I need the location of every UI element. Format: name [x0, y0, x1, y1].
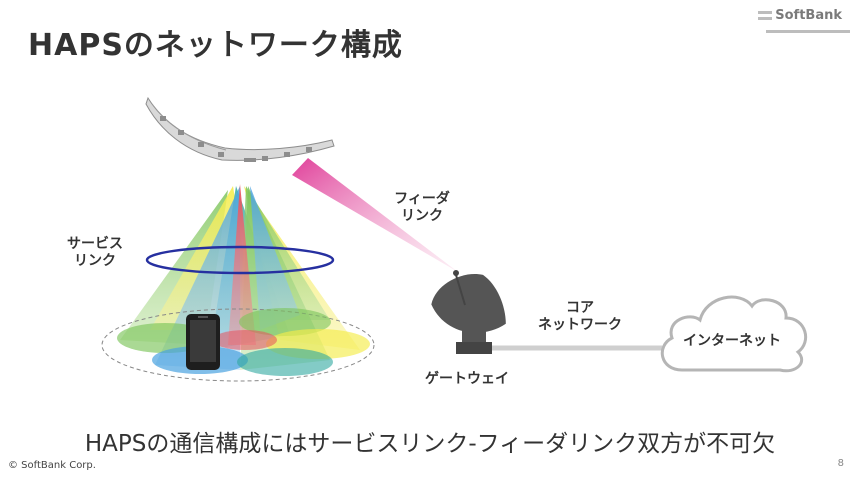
- service-label-line1: サービス: [67, 236, 123, 252]
- satellite-dish-icon: [431, 270, 506, 354]
- softbank-logo: SoftBank: [758, 8, 842, 23]
- copyright-footer: © SoftBank Corp.: [8, 460, 96, 471]
- haps-aircraft-icon: [145, 96, 335, 162]
- softbank-bars-icon: [758, 10, 773, 20]
- feeder-label-line2: リンク: [401, 208, 443, 224]
- service-link-label: サービス リンク: [55, 236, 135, 270]
- page-number: 8: [837, 458, 844, 469]
- smartphone-icon: [186, 314, 220, 370]
- logo-text: SoftBank: [775, 8, 842, 23]
- service-link-ring: [145, 245, 335, 275]
- internet-cloud-icon: [660, 295, 808, 373]
- service-label-line2: リンク: [74, 253, 116, 269]
- page-title: HAPSのネットワーク構成: [28, 28, 403, 63]
- core-label-line2: ネットワーク: [538, 317, 622, 333]
- core-label-line1: コア: [566, 300, 594, 316]
- slide-subtitle: HAPSの通信構成にはサービスリンク-フィーダリンク双方が不可欠: [84, 431, 776, 457]
- header-divider: [766, 30, 850, 33]
- feeder-link-beam: [292, 158, 458, 272]
- internet-label: インターネット: [683, 333, 781, 349]
- core-network-label: コア ネットワーク: [525, 300, 635, 334]
- feeder-link-label: フィーダ リンク: [392, 191, 452, 225]
- feeder-label-line1: フィーダ: [394, 191, 450, 207]
- gateway-label: ゲートウェイ: [425, 371, 509, 387]
